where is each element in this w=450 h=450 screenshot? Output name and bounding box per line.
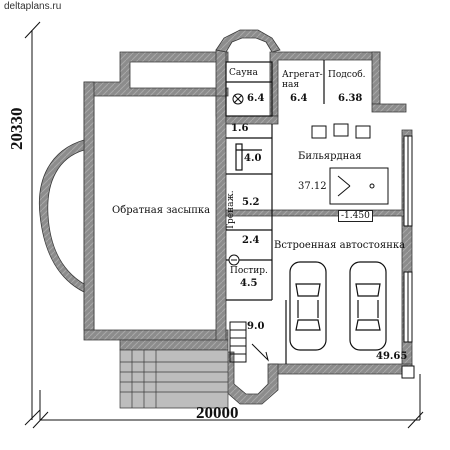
width-dimension: 20000 xyxy=(196,403,239,422)
entrance-steps xyxy=(119,349,229,409)
stair-icon xyxy=(229,321,269,363)
boiler-icon xyxy=(228,254,240,266)
laundry-label: Постир. xyxy=(230,266,268,276)
backfill-label: Обратная засыпка xyxy=(112,205,211,216)
dimension-lines xyxy=(24,21,424,429)
fan-icon xyxy=(232,93,244,105)
car-icon xyxy=(289,261,327,351)
interior-partitions xyxy=(225,60,325,364)
machine-room-label-line1: Агрегат- xyxy=(282,70,323,80)
pantry-area: 4.0 xyxy=(244,153,262,164)
billiard-room-area: 37.12 xyxy=(298,181,327,192)
stair-area: 9.0 xyxy=(247,321,265,332)
sauna-area: 6.4 xyxy=(247,93,265,104)
hall-area: 2.4 xyxy=(242,235,260,246)
equipment xyxy=(311,123,371,139)
utility-room-label: Подсоб. xyxy=(328,70,366,80)
machine-room-label-line2: ная xyxy=(282,80,300,90)
site-label: deltaplans.ru xyxy=(4,1,62,12)
windows xyxy=(401,135,415,379)
garage-label: Встроенная автостоянка xyxy=(274,240,406,251)
laundry-area: 4.5 xyxy=(240,278,258,289)
machine-room-area: 6.4 xyxy=(290,93,308,104)
garage-area: 49.65 xyxy=(376,351,408,362)
gym-area: 5.2 xyxy=(242,197,260,208)
billiard-table-icon xyxy=(329,167,389,205)
level-mark: -1.450 xyxy=(338,210,373,222)
utility-room-area: 6.38 xyxy=(338,93,363,104)
billiard-room-label: Бильярдная xyxy=(298,151,362,162)
height-dimension: 20330 xyxy=(7,107,26,151)
car-icon xyxy=(349,261,387,351)
sauna-label: Сауна xyxy=(229,68,258,78)
gym-label: Тренаж. xyxy=(226,190,236,230)
small-room-area: 1.6 xyxy=(231,123,249,134)
